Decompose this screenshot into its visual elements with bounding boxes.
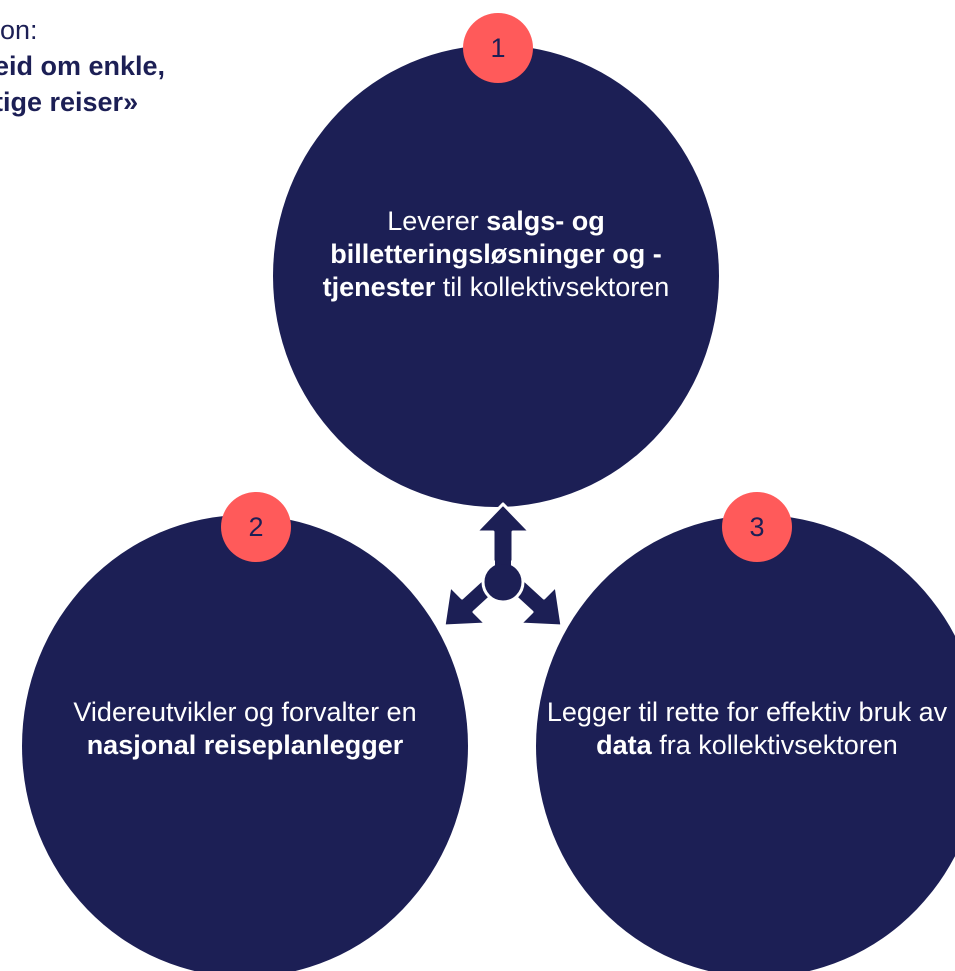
circle-3-text: Legger til rette for effektiv bruk av da… xyxy=(524,696,955,762)
circle-2-text-a: Videreutvikler og forvalter en xyxy=(73,697,417,727)
number-badge-2: 2 xyxy=(221,492,291,562)
number-badge-1: 1 xyxy=(463,13,533,83)
circle-item-2: Videreutvikler og forvalter en nasjonal … xyxy=(22,515,468,971)
mission-line-2: tige reiser» xyxy=(0,87,139,117)
circle-1-text-bold: salgs- og billetteringsløsninger og -tje… xyxy=(322,206,662,302)
mission-line-1: eid om enkle, xyxy=(0,51,166,81)
number-badge-3: 3 xyxy=(722,492,792,562)
circle-1-text-c: til kollektivsektoren xyxy=(435,272,670,302)
circle-2-text-bold: nasjonal reiseplanlegger xyxy=(86,730,404,760)
three-way-arrows-icon xyxy=(442,502,564,628)
circle-item-1: Leverer salgs- og billetteringsløsninger… xyxy=(273,45,719,507)
intro-text: jon: eid om enkle, tige reiser» xyxy=(0,12,165,120)
circle-3-text-bold: data xyxy=(596,730,652,760)
circle-3-text-c: fra kollektivsektoren xyxy=(651,730,898,760)
circle-3-text-a: Legger til rette for effektiv bruk av xyxy=(546,697,948,727)
circle-1-text: Leverer salgs- og billetteringsløsninger… xyxy=(273,205,719,304)
intro-label: jon: xyxy=(0,15,38,45)
circle-1-text-a: Leverer xyxy=(387,206,487,236)
circle-item-3: Legger til rette for effektiv bruk av da… xyxy=(536,515,955,971)
circle-2-text: Videreutvikler og forvalter en nasjonal … xyxy=(22,696,468,762)
